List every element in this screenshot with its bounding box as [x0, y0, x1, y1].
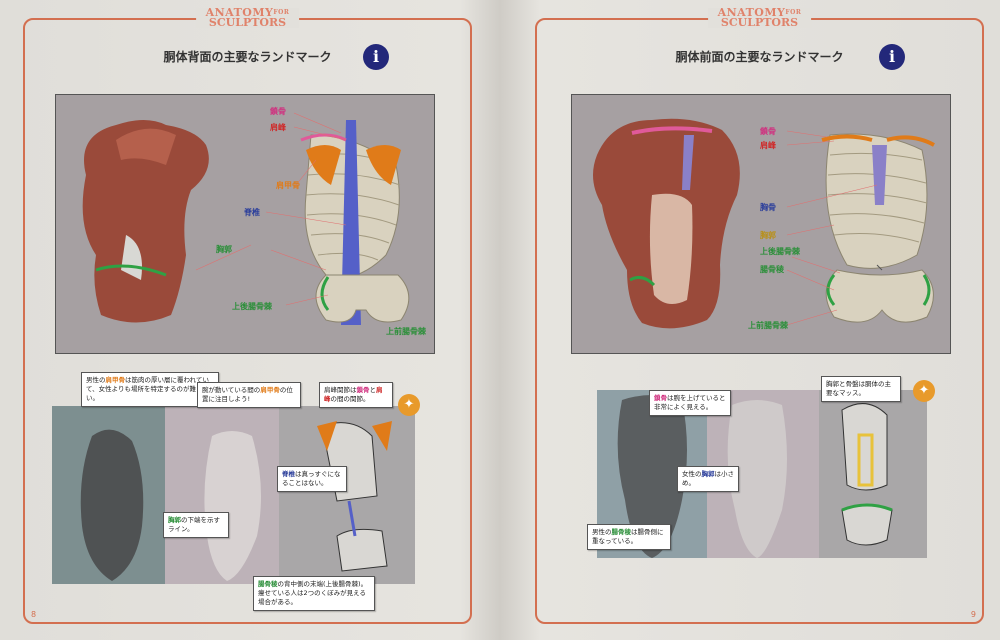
- callout-male-iliac: 男性の腸骨稜は腸骨側に重なっている。: [587, 524, 671, 550]
- callout-spine: 脊椎は真っすぐになることはない。: [277, 466, 347, 492]
- sternum-highlight: [682, 135, 694, 190]
- callout-ribcage: 胸郭の下端を示すライン。: [163, 512, 229, 538]
- label-acromion: 肩峰: [760, 141, 776, 150]
- info-icon: i: [879, 44, 905, 70]
- clavicle-highlight: [631, 126, 713, 135]
- lightbulb-icon: ✦: [398, 394, 420, 416]
- page-number: 8: [31, 610, 37, 619]
- back-muscle-torso: [82, 120, 209, 323]
- label-leader-lines: [195, 112, 347, 306]
- pelvis-block: [336, 528, 388, 572]
- thoracolumbar-fascia: [121, 235, 142, 280]
- scapula-left: [306, 145, 341, 185]
- pelvis-block: [841, 504, 893, 546]
- page-title: 胴体背面の主要なランドマーク: [163, 50, 332, 64]
- back-anatomy-illustration: [82, 112, 410, 325]
- left-page: ANATOMYFOR SCULPTORS 胴体背面の主要なランドマーク i: [23, 7, 472, 624]
- logo-line1: ANATOMY: [205, 6, 274, 19]
- ribcage-block-highlight: [857, 433, 874, 487]
- label-acromion: 肩峰: [270, 123, 286, 132]
- callout-clavicle: 鎖骨は腕を上げていると非常によく見える。: [649, 390, 731, 416]
- label-psis: 上後腸骨棘: [760, 247, 800, 256]
- pelvis-bones: [315, 274, 410, 323]
- label-leader-lines: [786, 130, 878, 326]
- female-front-silhouette: [727, 400, 787, 558]
- label-ribcage: 胸郭: [760, 231, 776, 240]
- lightbulb-icon: ✦: [913, 380, 935, 402]
- iliac-crest-line: [95, 264, 167, 277]
- female-back-silhouette: [204, 431, 261, 581]
- label-spine: 脊椎: [244, 208, 260, 217]
- callout-acromion-joint: 肩峰関節は鎖骨と肩峰の間の関節。: [319, 382, 393, 408]
- pelvis-block-highlight: [841, 503, 893, 512]
- label-clavicle: 鎖骨: [760, 127, 776, 136]
- right-page: ANATOMYFOR SCULPTORS 胴体前面の主要なランドマーク i: [535, 7, 984, 624]
- label-psis: 上後腸骨棘: [232, 302, 272, 311]
- clavicle-highlight: [300, 133, 347, 142]
- label-sternum: 胸骨: [760, 203, 776, 212]
- back-torso-figure: 鎖骨 肩峰 肩甲骨 脊椎 胸郭 上後腸骨棘 上前腸骨棘: [55, 94, 435, 354]
- label-clavicle: 鎖骨: [270, 107, 286, 116]
- logo-line1: ANATOMY: [717, 6, 786, 19]
- callout-main-masses: 胸郭と骨盤は胴体の主要なマッス。: [821, 376, 901, 402]
- lower-figures-drawing: [617, 395, 893, 558]
- logo-for: FOR: [273, 9, 290, 16]
- logo: ANATOMYFOR SCULPTORS: [707, 6, 812, 29]
- iliac-crest-line: [629, 275, 656, 287]
- lumbar-stub: [876, 264, 883, 271]
- callout-iliac-crest: 腸骨稜の背中側の末端(上後腸骨棘)。痩せている人は2つのくぼみが見える場合がある…: [253, 576, 375, 611]
- callout-female-ribcage: 女性の胸郭は小さめ。: [677, 466, 739, 492]
- scapula-block-right: [372, 421, 392, 451]
- callout-scapula-position: 腕が動いている間の肩甲骨の位置に注目しよう!: [197, 382, 301, 408]
- front-torso-figure: 鎖骨 肩峰 胸骨 胸郭 上後腸骨棘 腸骨稜 上前腸骨棘: [571, 94, 951, 354]
- spine-column: [341, 120, 361, 325]
- spine-block-line: [347, 500, 357, 537]
- page-title: 胴体前面の主要なランドマーク: [675, 50, 844, 64]
- label-scapula: 肩甲骨: [276, 181, 300, 190]
- front-anatomy-illustration: [593, 118, 935, 329]
- abdominal-wall: [649, 193, 693, 304]
- scapula-right: [366, 145, 401, 185]
- logo-for: FOR: [785, 9, 802, 16]
- sternum-bone: [872, 145, 887, 205]
- trapezius-muscle: [116, 128, 176, 165]
- clavicle-bones: [821, 134, 935, 147]
- logo: ANATOMYFOR SCULPTORS: [195, 6, 300, 29]
- page-number: 9: [970, 610, 976, 619]
- pelvis-crest-highlight: [826, 274, 931, 306]
- info-icon: i: [363, 44, 389, 70]
- callout-male-scapula: 男性の肩甲骨は筋肉の厚い層に覆われていて、女性よりも場所を特定するのが難しい。: [81, 372, 219, 407]
- label-ribcage: 胸郭: [216, 245, 232, 254]
- male-back-silhouette: [80, 429, 144, 581]
- scapula-block-left: [317, 421, 337, 451]
- pelvis-bones: [825, 269, 934, 323]
- logo-line2: SCULPTORS: [720, 16, 799, 29]
- label-iliac-crest: 腸骨稜: [760, 265, 784, 274]
- lower-figures-drawing: [80, 421, 392, 581]
- logo-line2: SCULPTORS: [208, 16, 287, 29]
- label-asis: 上前腸骨棘: [748, 321, 788, 330]
- pelvis-crest-highlight: [320, 276, 330, 311]
- ribcage-block: [841, 403, 888, 491]
- male-front-silhouette: [617, 395, 687, 558]
- label-asis: 上前腸骨棘: [386, 327, 426, 336]
